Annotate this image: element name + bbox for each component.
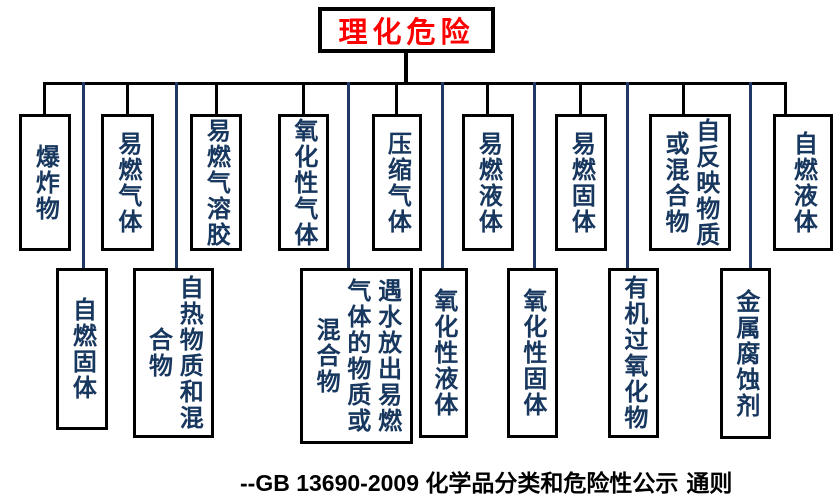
connector-blue-drop [441,82,444,268]
node-label: 金属腐蚀剂 [731,288,761,419]
node-corrosive-to-metals: 金属腐蚀剂 [720,268,771,439]
node-self-heating-substance: 自热物质和混 合物 [133,268,214,438]
node-label: 爆炸物 [31,143,61,222]
connector-root-stem [404,51,408,82]
connector-blue-drop [175,82,178,268]
node-flammable-gas: 易燃气体 [101,114,154,251]
standard-title: 化学品分类和危险性公示 通则 [425,470,733,497]
node-label: 氧化性气体 [289,117,319,248]
node-label: 易燃气体 [113,130,143,235]
node-label: 自燃液体 [789,130,819,235]
connector-horizontal-rail [43,82,787,85]
node-flammable-liquid: 易燃液体 [462,114,514,251]
connector-drop [579,82,582,116]
connector-blue-drop [749,82,752,268]
node-pyrophoric-solid: 自燃固体 [56,268,108,430]
node-oxidizing-gas: 氧化性气体 [278,114,329,251]
node-label: 易燃气溶胶 [202,117,232,248]
connector-drop [682,82,685,116]
footer-citation: --GB 13690-2009 化学品分类和危险性公示 通则 [240,464,732,498]
node-label: 自热物质和混 合物 [144,275,205,431]
connector-drop [126,82,129,116]
node-pyrophoric-liquid: 自燃液体 [773,114,833,251]
standard-code: --GB 13690-2009 [240,470,419,496]
node-label: 氧化性液体 [429,288,459,418]
node-oxidizing-solid: 氧化性固体 [507,268,558,438]
connector-blue-drop [626,82,629,268]
connector-drop [43,82,46,116]
connector-drop [486,82,489,116]
connector-drop [215,82,218,116]
node-label: 自燃固体 [68,297,98,401]
node-label: 氧化性固体 [518,288,548,418]
node-oxidizing-liquid: 氧化性液体 [419,268,468,438]
connector-drop [302,82,305,116]
node-label: 有机过氧化物 [619,275,649,431]
node-label: 自反映物质 或混合物 [661,117,721,248]
connector-blue-drop [82,82,85,268]
root-node-physicochemical-hazard: 理化危险 [318,7,495,53]
root-node-label: 理化危险 [338,15,475,49]
node-label: 遇水放出易燃 气体的物质或 混合物 [312,278,403,434]
node-organic-peroxide: 有机过氧化物 [608,268,659,438]
connector-blue-drop [347,82,350,268]
connector-blue-drop [533,82,536,268]
node-water-reactive-substance: 遇水放出易燃 气体的物质或 混合物 [300,268,413,444]
node-explosives: 爆炸物 [19,114,71,251]
node-label: 压缩气体 [383,130,413,235]
node-label: 易燃固体 [567,130,597,235]
node-compressed-gas: 压缩气体 [372,114,422,251]
node-flammable-solid: 易燃固体 [555,114,607,251]
node-flammable-aerosol: 易燃气溶胶 [190,114,242,251]
connector-drop [395,82,398,116]
node-self-reactive-substance: 自反映物质 或混合物 [649,114,731,251]
connector-drop [784,82,787,116]
node-label: 易燃液体 [474,130,504,235]
